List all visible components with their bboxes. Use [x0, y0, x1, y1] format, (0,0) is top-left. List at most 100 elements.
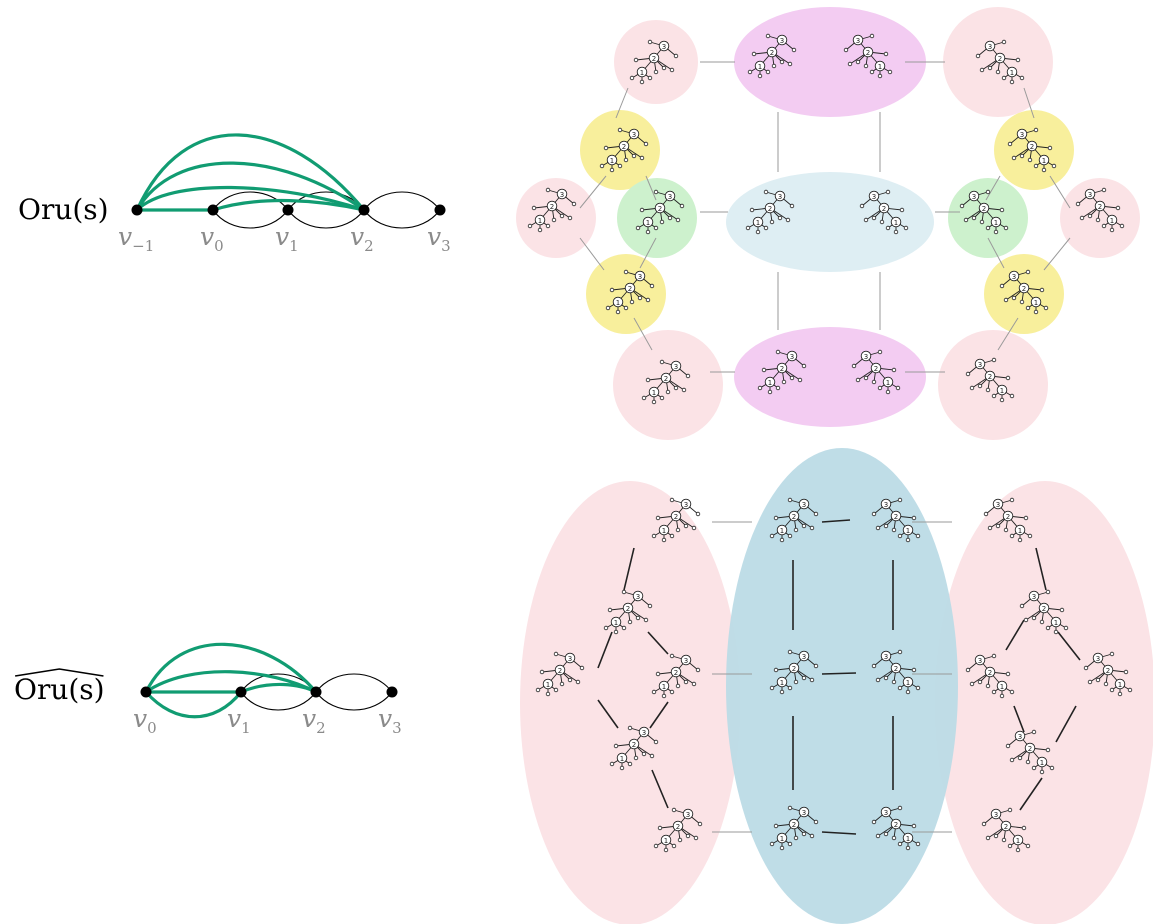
vertex-label-b-v2: v2 [302, 704, 326, 737]
vertex-b-v1 [235, 686, 247, 698]
tree-glyph: 321 [1019, 589, 1069, 635]
tree-node-label: 2 [1004, 823, 1008, 831]
tree-glyph: 321 [871, 649, 921, 695]
tree-node-label: 3 [638, 273, 642, 281]
arc-v0-v1-upper [212, 191, 289, 211]
tree-glyph: 321 [1075, 187, 1125, 233]
tree-node-label: 3 [684, 657, 688, 665]
tree-node-label: 3 [684, 501, 688, 509]
tree-node-label: 1 [894, 219, 898, 227]
top-complex-edges [579, 61, 1071, 373]
tree-glyph: 321 [603, 589, 653, 635]
green-b-arc-v0-v2-a [145, 670, 317, 694]
tree-node-label: 1 [878, 63, 882, 71]
tree-node-label: 3 [856, 37, 860, 45]
tree-node-label: 2 [770, 49, 774, 57]
tree-node-label: 2 [988, 669, 992, 677]
tree-node-label: 2 [792, 665, 796, 673]
tree-glyph: 321 [769, 649, 819, 695]
tree-node-label: 1 [906, 527, 910, 535]
tree-node-label: 1 [756, 219, 760, 227]
tree-node-label: 1 [640, 69, 644, 77]
vertex-v2 [358, 204, 370, 216]
arc-b-v2-v3-lower [315, 691, 393, 711]
arc-v1-v2-lower [287, 209, 365, 229]
tree-node-label: 3 [674, 363, 678, 371]
tree-node-label: 3 [802, 653, 806, 661]
tree-node-label: 2 [558, 667, 562, 675]
green-arc-vm1-v2-d [212, 198, 365, 212]
tree-node-label: 3 [560, 191, 564, 199]
arc-b-v2-v3-upper [315, 673, 393, 693]
tree-glyph: 321 [535, 651, 585, 697]
tree-node-label: 2 [1030, 143, 1034, 151]
tree-node-label: 3 [988, 43, 992, 51]
tree-node-label: 2 [792, 821, 796, 829]
tree-node-label: 3 [978, 657, 982, 665]
vertex-label-v3: v3 [427, 222, 451, 255]
vertex-v0 [207, 204, 219, 216]
region-pink-ml [516, 178, 596, 258]
tree-node-label: 1 [616, 299, 620, 307]
bottom-complex-edges [597, 519, 1081, 835]
bottom-graph-label: Oru(s) [14, 668, 105, 704]
tree-node-label: 2 [780, 365, 784, 373]
tree-glyph: 321 [851, 349, 901, 395]
tree-node-label: 1 [1054, 619, 1058, 627]
tree-glyph: 321 [983, 497, 1033, 543]
tree-glyphs: 3213213213213213213213213213213213213213… [527, 33, 1133, 853]
tree-node-label: 1 [662, 683, 666, 691]
arc-v2-v3-lower [363, 209, 441, 229]
vertex-vm1 [131, 204, 143, 216]
tree-node-label: 3 [780, 37, 784, 45]
tree-node-label: 3 [972, 193, 976, 201]
region-green-l [617, 178, 697, 258]
tree-node-label: 2 [1006, 513, 1010, 521]
region-magenta-top [734, 7, 926, 117]
region-blue-center-column [726, 448, 958, 924]
wide-hat-accent [14, 668, 104, 677]
top-graph [131, 133, 446, 229]
tree-node-label: 3 [872, 193, 876, 201]
region-pink-right-column [935, 481, 1153, 924]
tree-node-label: 1 [906, 679, 910, 687]
vertex-b-v3 [386, 686, 398, 698]
tree-glyph: 321 [965, 653, 1015, 699]
tree-node-label: 2 [674, 669, 678, 677]
tree-node-label: 1 [906, 835, 910, 843]
tree-node-label: 3 [978, 361, 982, 369]
tree-node-label: 2 [622, 143, 626, 151]
tree-glyph: 321 [859, 189, 909, 235]
tree-glyph: 321 [757, 349, 807, 395]
tree-node-label: 1 [886, 379, 890, 387]
tree-node-label: 1 [620, 755, 624, 763]
tree-glyph: 321 [959, 189, 1009, 235]
tree-glyph: 321 [651, 497, 701, 543]
tree-node-label: 3 [802, 809, 806, 817]
tree-glyph: 321 [965, 357, 1015, 403]
arc-b-v1-v2-lower [240, 691, 317, 711]
tree-node-label: 2 [1042, 605, 1046, 613]
vertex-v3 [434, 204, 446, 216]
vertex-b-v2 [310, 686, 322, 698]
tree-node-label: 1 [780, 527, 784, 535]
tree-glyph: 321 [653, 807, 703, 853]
tree-glyph: 321 [999, 269, 1049, 315]
tree-node-label: 3 [636, 593, 640, 601]
region-pink-mr [1060, 178, 1140, 258]
tree-node-label: 3 [568, 655, 572, 663]
tree-node-label: 2 [550, 203, 554, 211]
green-arc-vm1-v2-c [135, 133, 366, 212]
tree-glyph: 321 [609, 725, 659, 771]
tree-node-label: 3 [1096, 655, 1100, 663]
tree-node-label: 1 [1010, 69, 1014, 77]
tree-node-label: 3 [1012, 273, 1016, 281]
tree-glyph: 321 [1083, 651, 1133, 697]
tree-node-label: 1 [1000, 683, 1004, 691]
tree-glyph: 321 [745, 189, 795, 235]
tree-glyph: 321 [635, 189, 685, 235]
tree-glyph: 321 [769, 497, 819, 543]
tree-glyph: 321 [1007, 127, 1057, 173]
tree-node-label: 1 [1016, 837, 1020, 845]
